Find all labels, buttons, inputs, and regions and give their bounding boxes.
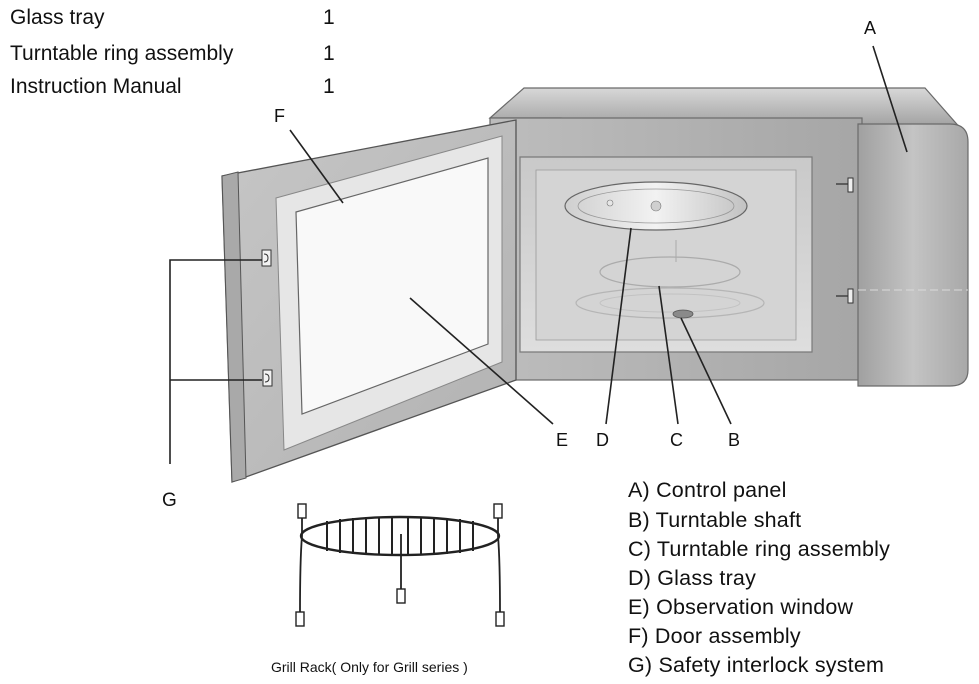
accessory-qty: 1 <box>323 6 335 29</box>
legend-item: G) Safety interlock system <box>628 653 885 677</box>
leader-line-a <box>872 45 908 153</box>
callout-a: A <box>864 18 877 38</box>
safety-interlock-latch <box>261 249 272 267</box>
door-latch-slot <box>836 288 854 304</box>
leader-line-b <box>680 317 732 425</box>
leader-line-g <box>169 259 262 464</box>
accessory-qty: 1 <box>323 75 335 98</box>
callout-g: G <box>162 490 177 511</box>
leader-line-f <box>289 129 344 204</box>
control-panel <box>857 123 969 387</box>
callout-f: F <box>274 106 285 126</box>
legend-item: D) Glass tray <box>628 566 757 590</box>
glass-tray <box>564 181 748 231</box>
accessory-name: Instruction Manual <box>10 75 182 98</box>
door-assembly <box>221 119 517 483</box>
legend-item: C) Turntable ring assembly <box>628 537 891 561</box>
callout-c: C <box>670 430 683 450</box>
grill-rack <box>295 503 505 627</box>
legend-item: E) Observation window <box>628 595 854 619</box>
legend-item: F) Door assembly <box>628 624 801 648</box>
legend-item: A) Control panel <box>628 478 787 502</box>
turntable-ring <box>575 240 765 319</box>
accessory-qty: 1 <box>323 42 335 65</box>
leader-line-e <box>409 297 554 425</box>
door-latch-slot <box>836 177 854 193</box>
observation-window <box>295 157 489 415</box>
leader-line-c <box>658 285 679 425</box>
leader-line-d <box>605 227 632 425</box>
turntable-shaft <box>672 309 694 319</box>
callout-d: D <box>596 430 609 450</box>
callout-e: E <box>556 430 569 450</box>
grill-rack-caption: Grill Rack( Only for Grill series ) <box>271 659 468 675</box>
legend-item: B) Turntable shaft <box>628 508 802 532</box>
accessory-name: Turntable ring assembly <box>10 42 234 65</box>
callout-b: B <box>728 430 741 450</box>
accessory-name: Glass tray <box>10 6 105 29</box>
safety-interlock-latch <box>262 369 273 387</box>
